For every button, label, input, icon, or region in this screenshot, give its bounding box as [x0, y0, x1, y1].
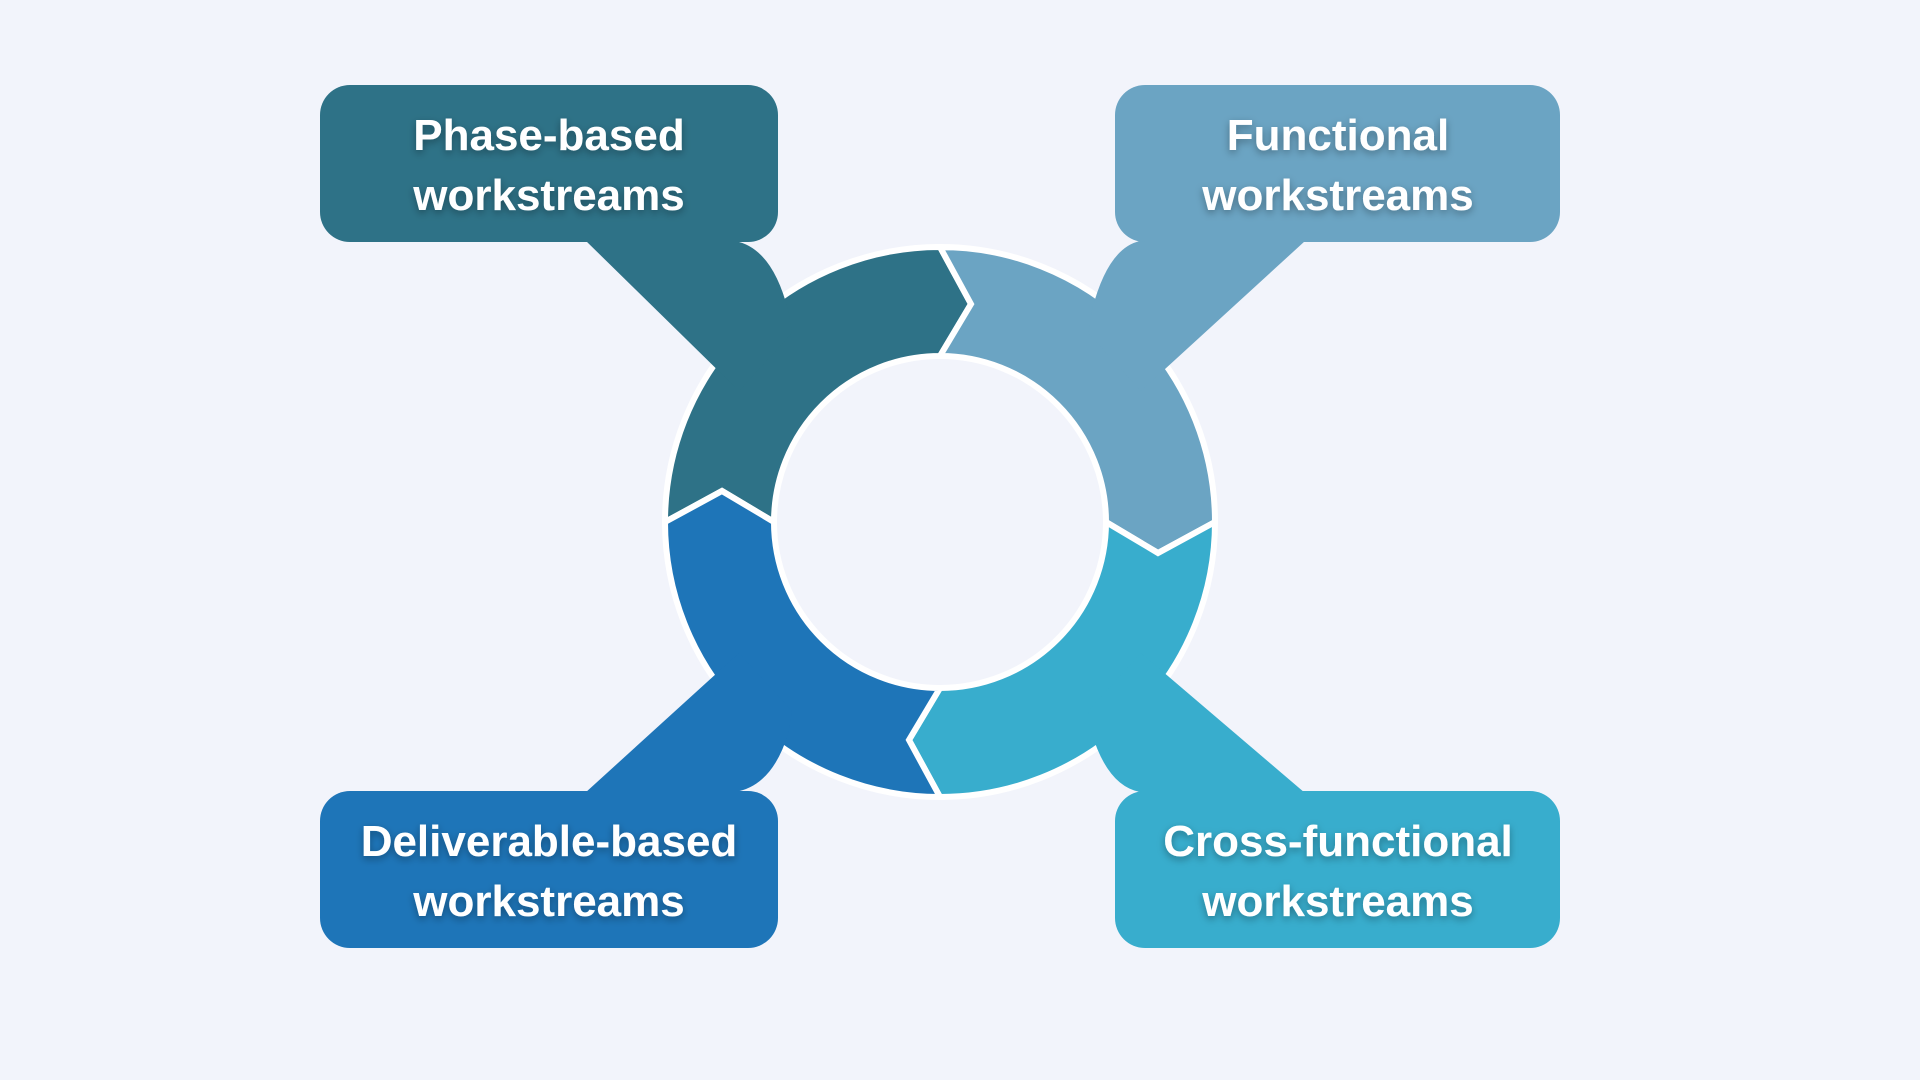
- callout-box-phase-based: [320, 85, 778, 242]
- callout-cross-functional: Cross-functional workstreams: [1115, 791, 1560, 948]
- callout-label-cross-functional-line2: workstreams: [1201, 877, 1473, 926]
- ring-segment-cross-functional: [905, 516, 1219, 801]
- ring-segment-phase-based: [661, 243, 975, 528]
- connectors: [585, 240, 1305, 793]
- callout-phase-based: Phase-based workstreams: [320, 85, 778, 242]
- callout-label-phase-based-line1: Phase-based: [413, 111, 684, 160]
- connector-cross-functional: [1088, 653, 1305, 793]
- ring-segment-functional: [934, 243, 1219, 557]
- callout-label-functional-line2: workstreams: [1201, 171, 1473, 220]
- cycle-ring: [661, 243, 1219, 801]
- callout-deliverable-based: Deliverable-based workstreams: [320, 791, 778, 948]
- callout-label-functional-line1: Functional: [1227, 111, 1449, 160]
- callout-label-phase-based-line2: workstreams: [412, 171, 684, 220]
- callout-label-deliverable-based-line2: workstreams: [412, 877, 684, 926]
- callout-label-deliverable-based-line1: Deliverable-based: [361, 817, 738, 866]
- callout-box-functional: [1115, 85, 1560, 242]
- callout-functional: Functional workstreams: [1115, 85, 1560, 242]
- connector-phase-based: [585, 240, 792, 391]
- connector-deliverable-based: [585, 653, 792, 793]
- callouts: Phase-based workstreams Functional works…: [320, 85, 1560, 948]
- ring-segment-deliverable-based: [661, 487, 946, 801]
- connector-functional: [1088, 241, 1305, 391]
- callout-label-cross-functional-line1: Cross-functional: [1163, 817, 1513, 866]
- callout-box-cross-functional: [1115, 791, 1560, 948]
- callout-box-deliverable-based: [320, 791, 778, 948]
